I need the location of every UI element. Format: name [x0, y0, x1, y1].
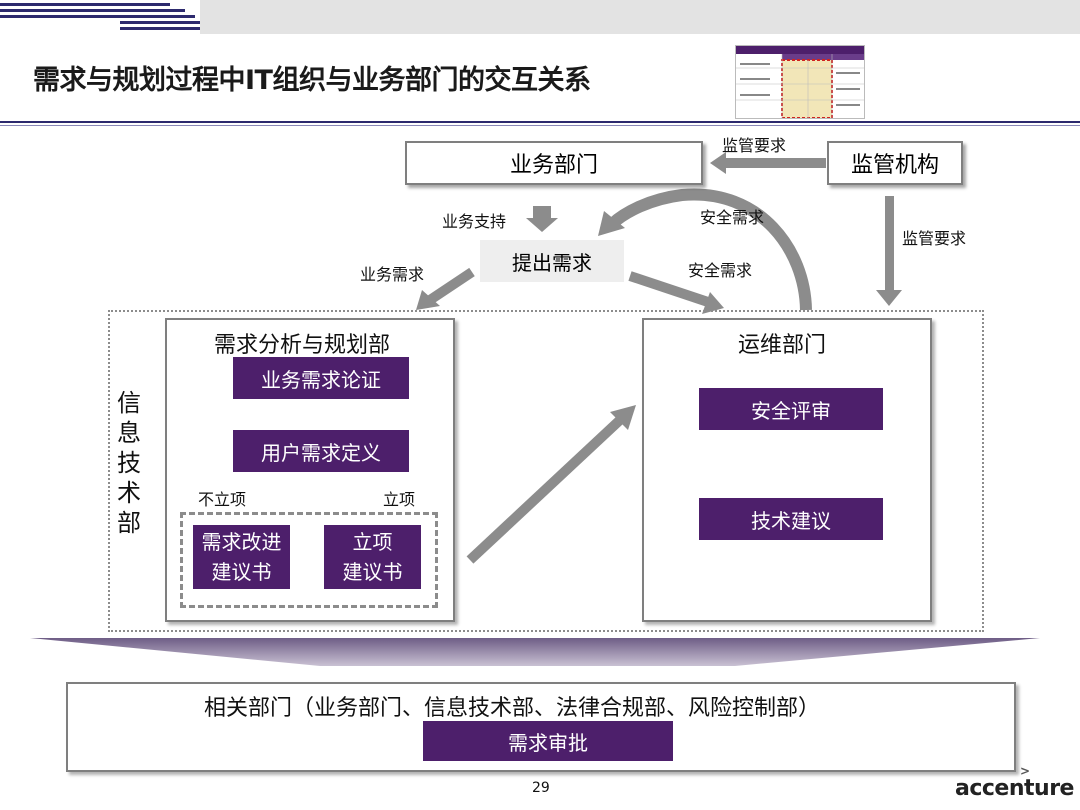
arrow-security-req-icon [630, 276, 724, 314]
analysis-dept-title: 需求分析与规划部 [214, 327, 390, 359]
project-proposal-doc: 立项 建议书 [324, 525, 421, 589]
it-char-2: 息 [115, 418, 143, 448]
it-char-1: 信 [115, 388, 143, 418]
page-number: 29 [532, 780, 550, 796]
ops-step-1: 安全评审 [699, 388, 883, 430]
biz-req-label: 业务需求 [360, 261, 424, 285]
analysis-step-1: 业务需求论证 [233, 357, 409, 399]
not-approved-label: 不立项 [198, 486, 246, 510]
it-char-3: 技 [115, 448, 143, 478]
propose-req-label: 提出需求 [512, 247, 592, 276]
arrow-regulator-to-ops-icon [876, 196, 902, 306]
reg-req-top-label: 监管要求 [722, 132, 786, 156]
business-dept-label: 业务部门 [510, 147, 598, 179]
ops-dept-title: 运维部门 [738, 327, 826, 359]
arrow-business-support-icon [526, 206, 558, 232]
reg-req-right-label: 监管要求 [902, 225, 966, 249]
analysis-step-2: 用户需求定义 [233, 430, 409, 472]
improvement-proposal-doc: 需求改进 建议书 [193, 525, 290, 589]
ops-dept-box [642, 318, 932, 622]
project-proposal-line2: 建议书 [343, 557, 403, 587]
analysis-step-2-label: 用户需求定义 [261, 437, 381, 466]
ops-step-2: 技术建议 [699, 498, 883, 540]
it-dept-vertical-label: 信 息 技 术 部 [115, 388, 143, 538]
security-req-label-2: 安全需求 [688, 257, 752, 281]
business-dept-box: 业务部门 [405, 141, 703, 185]
improvement-proposal-line1: 需求改进 [202, 527, 282, 557]
related-depts-label: 相关部门（业务部门、信息技术部、法律合规部、风险控制部） [204, 690, 820, 722]
funnel-band [30, 638, 1040, 666]
it-char-4: 术 [115, 478, 143, 508]
propose-req-box: 提出需求 [480, 240, 624, 282]
analysis-step-1-label: 业务需求论证 [261, 364, 381, 393]
ops-step-2-label: 技术建议 [751, 505, 831, 534]
ops-step-1-label: 安全评审 [751, 395, 831, 424]
brand-logo: accenture [955, 776, 1074, 801]
arrow-business-req-icon [416, 272, 472, 310]
regulator-label: 监管机构 [851, 147, 939, 179]
project-proposal-line1: 立项 [353, 527, 393, 557]
it-char-5: 部 [115, 508, 143, 538]
req-approval-box: 需求审批 [423, 721, 673, 761]
improvement-proposal-line2: 建议书 [212, 557, 272, 587]
req-approval-label: 需求审批 [508, 727, 588, 756]
security-req-label-1: 安全需求 [700, 204, 764, 228]
approved-label: 立项 [383, 486, 415, 510]
regulator-box: 监管机构 [827, 141, 963, 185]
biz-support-label: 业务支持 [442, 208, 506, 232]
